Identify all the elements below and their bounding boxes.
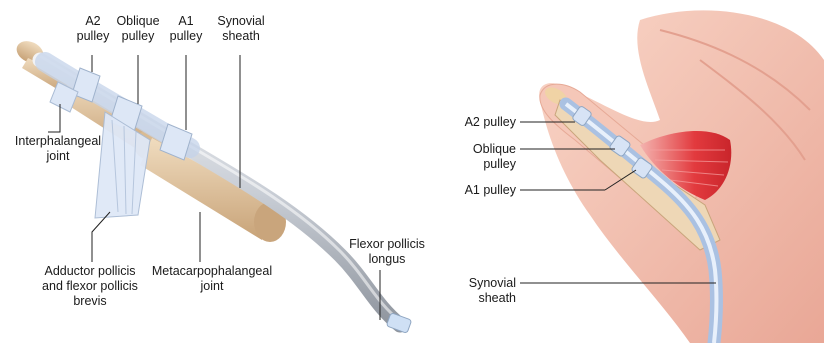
right-label-oblique-pulley: Oblique pulley — [430, 142, 516, 172]
left-label-a2-pulley: A2 pulley — [76, 14, 110, 44]
right-label-a2-pulley: A2 pulley — [430, 115, 516, 130]
left-label-adductor-fpb: Adductor pollicis and flexor pollicis br… — [30, 264, 150, 309]
right-hand-illustration — [539, 10, 824, 343]
left-fpl-tendon-end — [386, 313, 411, 334]
left-label-a1-pulley: A1 pulley — [168, 14, 204, 44]
left-label-interphalangeal-joint: Interphalangeal joint — [6, 134, 110, 164]
right-label-a1-pulley: A1 pulley — [430, 183, 516, 198]
left-label-oblique-pulley: Oblique pulley — [110, 14, 166, 44]
left-label-mcp-joint: Metacarpophalangeal joint — [150, 264, 274, 294]
left-label-fpl: Flexor pollicis longus — [340, 237, 434, 267]
right-label-synovial-sheath: Synovial sheath — [430, 276, 516, 306]
left-label-synovial-sheath: Synovial sheath — [210, 14, 272, 44]
